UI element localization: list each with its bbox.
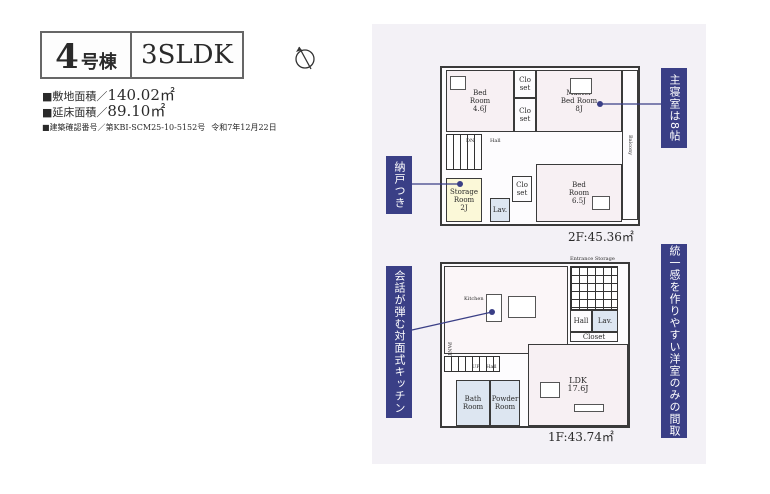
- powder-name2: Room: [494, 403, 516, 411]
- powder-name: Powder: [491, 395, 519, 403]
- floor1-area: 1F:43.74㎡: [548, 430, 614, 444]
- floor1-hall-label: Hall: [573, 317, 589, 325]
- pantry-label: PANTRY: [446, 342, 452, 364]
- tv-board-furniture: [574, 404, 604, 412]
- ldk-size: 17.6J: [567, 384, 589, 393]
- floor2-closet-a: Clo set: [514, 70, 536, 98]
- closet-b-label2: set: [519, 115, 531, 123]
- callout-western-rooms: 統一感を作りやすい洋室のみの間取: [661, 244, 687, 438]
- floor-area-value: 89.10㎡: [107, 102, 166, 120]
- unit-number: 4: [55, 37, 79, 77]
- sofa-furniture: [540, 382, 560, 398]
- master-size: 8J: [575, 105, 583, 113]
- floor-area-row: ■延床面積／ 89.10㎡: [42, 104, 277, 120]
- floor2-stairs: [446, 134, 482, 170]
- floor2-lav-label: Lav.: [492, 206, 508, 214]
- bed-2-furniture: [592, 196, 610, 210]
- callout-kitchen: 会話が弾む対面式キッチン: [386, 266, 412, 418]
- unit-number-box: 4 号棟: [40, 31, 132, 79]
- bed2-name: Bed: [572, 181, 586, 189]
- storage-name: Storage: [450, 188, 478, 196]
- master-name2: Bed Room: [560, 97, 598, 105]
- floor2-plan: Bed Room 4.6J Clo set Clo set Master Bed…: [440, 66, 640, 226]
- master-bed-furniture: [570, 78, 592, 94]
- unit-header: 4 号棟 3SLDK: [40, 30, 244, 80]
- floor1-stairs: [444, 356, 500, 372]
- permit-number: ■建築確認番号／第KBI-SCM25-10-5152号: [42, 123, 206, 132]
- ldk-name: LDK: [569, 376, 587, 385]
- callout-storage: 納戸つき: [386, 156, 412, 214]
- bath-name: Bath: [464, 395, 482, 403]
- closet-a-label: Clo: [519, 76, 531, 84]
- floor1-hall2-label: Hall: [486, 364, 497, 370]
- land-area-value: 140.02㎡: [107, 86, 175, 104]
- floor1-powder-room: Powder Room: [490, 380, 520, 426]
- floor2-closet-b: Clo set: [514, 98, 536, 132]
- bed2-name2: Room: [568, 189, 590, 197]
- land-area-row: ■敷地面積／ 140.02㎡: [42, 88, 277, 104]
- kitchen-counter: [486, 294, 502, 322]
- kitchen-tag: Kitchen: [464, 296, 484, 302]
- floor2-balcony: Balcony: [622, 70, 638, 220]
- floor1-lavatory: Lav.: [592, 310, 618, 332]
- closet-c-label2: set: [516, 189, 528, 197]
- floor1-kitchen-area: [444, 266, 568, 354]
- floor2-closet-c: Clo set: [512, 176, 532, 202]
- layout-type: 3SLDK: [132, 31, 244, 79]
- land-area-label: ■敷地面積／: [42, 90, 108, 103]
- entrance-storage-label: Entrance Storage: [570, 256, 615, 262]
- floor1-hall: Hall: [570, 310, 592, 332]
- up-label: UP: [472, 364, 480, 370]
- property-specs: ■敷地面積／ 140.02㎡ ■延床面積／ 89.10㎡ ■建築確認番号／第KB…: [42, 88, 277, 135]
- dining-table: [508, 296, 536, 318]
- permit-row: ■建築確認番号／第KBI-SCM25-10-5152号 令和7年12月22日: [42, 120, 277, 135]
- closet-c-label: Clo: [516, 181, 528, 189]
- floor2-bedroom-2: Bed Room 6.5J: [536, 164, 622, 222]
- floor-area-label: ■延床面積／: [42, 106, 108, 119]
- floor2-lavatory: Lav.: [490, 198, 510, 222]
- storage-name2: Room: [453, 196, 475, 204]
- closet-b-label: Clo: [519, 107, 531, 115]
- floor1-plan: Entrance Storage Hall Lav. Closet Kitche…: [440, 256, 630, 428]
- entrance-storage-tiles: [570, 266, 618, 310]
- north-compass-icon: [295, 46, 315, 70]
- closet-label: Closet: [582, 333, 606, 341]
- floor1-closet: Closet: [570, 332, 618, 342]
- bed2-size: 6.5J: [572, 197, 586, 205]
- balcony-label: Balcony: [627, 134, 633, 156]
- dn-label: DN: [466, 138, 475, 144]
- bed1-name2: Room: [469, 97, 491, 105]
- storage-size: 2J: [460, 204, 468, 212]
- bath-name2: Room: [462, 403, 484, 411]
- permit-date: 令和7年12月22日: [211, 123, 277, 132]
- unit-suffix: 号棟: [80, 52, 117, 73]
- callout-master-bedroom: 主寝室は8帖: [661, 68, 687, 148]
- bed1-size: 4.6J: [473, 105, 487, 113]
- bed1-name: Bed: [473, 89, 487, 97]
- floor1-bathroom: Bath Room: [456, 380, 490, 426]
- floor2-hall-label: Hall: [490, 138, 501, 144]
- bed-1-furniture: [450, 76, 466, 90]
- floor1-lav-label: Lav.: [597, 317, 613, 325]
- floor2-area: 2F:45.36㎡: [568, 230, 634, 244]
- floor2-storage-room: Storage Room 2J: [446, 178, 482, 222]
- closet-a-label2: set: [519, 84, 531, 92]
